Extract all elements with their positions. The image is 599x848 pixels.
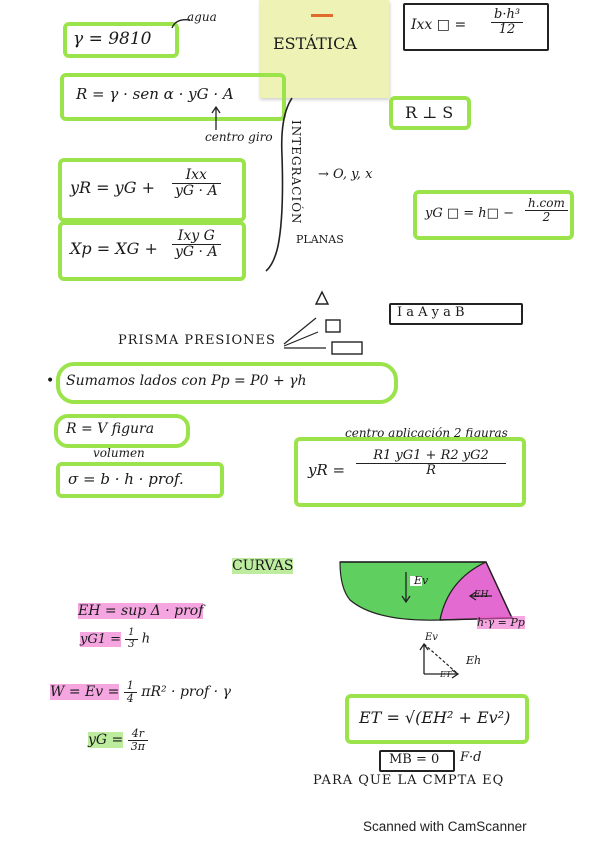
et-formula: ET = √(EH² + Ev²) bbox=[359, 708, 511, 727]
agua-arrow bbox=[171, 18, 191, 29]
planas-label: PLANAS bbox=[296, 233, 344, 246]
sticky-note: ESTÁTICA bbox=[259, 0, 389, 98]
sigma-formula: σ = b · h · prof. bbox=[68, 470, 184, 488]
yg1-line: yG1 = 1 3 h bbox=[80, 627, 151, 650]
eh-line: EH = sup Δ · prof bbox=[78, 603, 204, 619]
sumamos-box: Sumamos lados con Pp = P0 + γh bbox=[56, 362, 398, 404]
yg-left: yG = bbox=[88, 732, 124, 749]
prisma-label: PRISMA PRESIONES bbox=[118, 333, 276, 348]
w-left: W = Ev = bbox=[50, 684, 120, 701]
yg-den: 3π bbox=[130, 739, 145, 753]
eh-text: EH = sup Δ · prof bbox=[78, 603, 204, 619]
yg-rect-left: yG □ = h□ − bbox=[425, 206, 514, 221]
r-volumen-box: R = V figura bbox=[54, 414, 190, 448]
yg-fraction: 4r 3π bbox=[127, 728, 148, 753]
w-right: πR² · prof · γ bbox=[141, 684, 231, 701]
yg1-fraction: 1 3 bbox=[125, 627, 138, 650]
volumen-label: volumen bbox=[93, 446, 145, 460]
centro-giro-label: centro giro bbox=[205, 130, 273, 144]
hgp-label: h·γ = Pp bbox=[477, 616, 525, 629]
xp-fraction: Ixy G yG · A bbox=[172, 229, 221, 259]
integracion-bracket bbox=[265, 97, 293, 272]
yg-rect-box: yG □ = h□ − h.com 2 bbox=[413, 190, 574, 240]
yg1-num: 1 bbox=[125, 627, 138, 640]
et-box: ET = √(EH² + Ev²) bbox=[345, 694, 529, 744]
yg1-den: 3 bbox=[128, 638, 135, 650]
i-a-a-b: I a A y a B bbox=[397, 305, 465, 320]
yr-num: Ixx bbox=[172, 168, 221, 184]
ev2-label: Ev bbox=[425, 632, 438, 643]
gamma-label: agua bbox=[187, 10, 217, 24]
yg-rect-den: 2 bbox=[542, 209, 551, 224]
fod-text: F·d bbox=[460, 750, 482, 765]
hgp-text: h·γ = Pp bbox=[477, 616, 525, 629]
r-perp-s: R ⊥ S bbox=[405, 103, 454, 122]
bullet: • bbox=[46, 373, 55, 389]
et-small-label: ET bbox=[440, 670, 452, 679]
w-den: 4 bbox=[126, 691, 134, 705]
w-fraction: 1 4 bbox=[123, 680, 137, 705]
yg-rect-fraction: h.com 2 bbox=[525, 197, 568, 223]
xp-box: Xp = XG + Ixy G yG · A bbox=[58, 221, 246, 281]
eh-small-label: EH bbox=[474, 590, 489, 600]
yr-fraction: Ixx yG · A bbox=[172, 168, 221, 198]
curvas-text: CURVAS bbox=[232, 558, 294, 574]
mb-box: MB = 0 bbox=[379, 750, 455, 772]
page-title: ESTÁTICA bbox=[273, 34, 357, 53]
yg-line: yG = 4r 3π bbox=[88, 728, 148, 752]
yr-left: yR = yG + bbox=[70, 178, 155, 197]
yr2-box: yR = R1 yG1 + R2 yG2 R bbox=[294, 437, 526, 507]
ixx-box: Ixx □ = b·h³ 12 bbox=[403, 3, 549, 51]
yg1-right: h bbox=[141, 631, 151, 647]
yr2-num: R1 yG1 + R2 yG2 bbox=[356, 449, 506, 464]
i-a-a-b-box: I a A y a B bbox=[389, 303, 523, 325]
w-line: W = Ev = 1 4 πR² · prof · γ bbox=[50, 680, 231, 704]
scanner-footer: Scanned with CamScanner bbox=[0, 797, 599, 848]
yg-num: 4r bbox=[127, 728, 148, 741]
yr-den: yG · A bbox=[175, 182, 218, 199]
r-perp-s-box: R ⊥ S bbox=[389, 96, 471, 130]
eh2-label: Eh bbox=[466, 654, 482, 667]
integracion-label: INTEGRACIÓN bbox=[289, 120, 303, 225]
centro-aplic-label: centro aplicación 2 figuras bbox=[345, 426, 508, 440]
w-num: 1 bbox=[123, 680, 137, 693]
centro-giro-arrow bbox=[211, 105, 221, 130]
scanner-label: Scanned with CamScanner bbox=[363, 819, 527, 834]
yr2-fraction: R1 yG1 + R2 yG2 R bbox=[356, 449, 506, 477]
yg-rect-num: h.com bbox=[525, 197, 568, 211]
force-triangle bbox=[419, 642, 460, 679]
xp-den: yG · A bbox=[175, 243, 218, 260]
resultant-box: R = γ · sen α · yG · A bbox=[60, 73, 286, 121]
sumamos-text: Sumamos lados con Pp = P0 + γh bbox=[66, 373, 307, 389]
ixx-fraction: b·h³ 12 bbox=[491, 8, 524, 37]
yr2-den: R bbox=[426, 462, 436, 478]
resultant-formula: R = γ · sen α · yG · A bbox=[76, 85, 234, 103]
curvas-title: CURVAS bbox=[232, 558, 294, 574]
orange-mark bbox=[311, 14, 333, 17]
curved-surface-diagram bbox=[339, 561, 514, 621]
xp-num: Ixy G bbox=[172, 229, 221, 245]
mb-text: MB = 0 bbox=[389, 752, 440, 767]
ixx-den: 12 bbox=[498, 21, 516, 37]
ixx-left: Ixx □ = bbox=[411, 17, 467, 33]
r-volumen: R = V figura bbox=[66, 421, 155, 437]
yg1-left: yG1 = bbox=[80, 631, 122, 647]
xp-left: Xp = XG + bbox=[70, 239, 158, 258]
gamma-box: γ = 9810 bbox=[63, 22, 179, 58]
prisma-shapes bbox=[283, 290, 363, 355]
ixx-num: b·h³ bbox=[491, 8, 524, 23]
ev-label: Ev bbox=[414, 574, 429, 587]
gamma-value: γ = 9810 bbox=[73, 29, 152, 49]
para-text: PARA QUE LA CMPTA EQ bbox=[313, 773, 505, 788]
axes-label: → O, y, x bbox=[318, 167, 373, 182]
yr-box: yR = yG + Ixx yG · A bbox=[58, 158, 246, 222]
yr2-left: yR = bbox=[308, 461, 346, 479]
sigma-box: σ = b · h · prof. bbox=[56, 462, 224, 498]
